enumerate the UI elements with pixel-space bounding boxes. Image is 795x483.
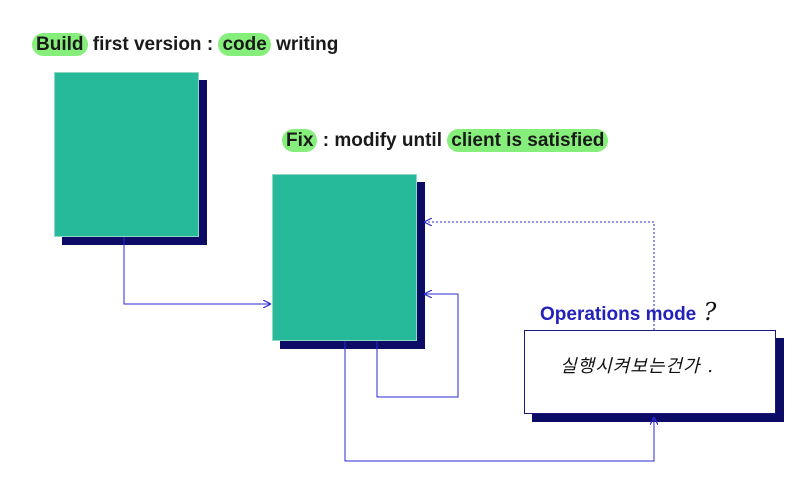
fix-to-operations-arrow (344, 341, 654, 462)
fix-label: Fix : modify until client is satisfied (282, 129, 609, 152)
fix-label-text: : modify until (322, 130, 442, 151)
build-label: Build first version : code writing (32, 33, 339, 56)
build-to-fix-arrow (123, 237, 270, 304)
operations-box-note: 실행시켜보는건가 . (560, 356, 714, 377)
operations-label-text: Operations mode (540, 304, 697, 325)
operations-label: Operations mode ? (540, 298, 716, 326)
operations-box (524, 330, 776, 414)
build-box (54, 72, 199, 237)
operations-to-fix-dotted-arrow (425, 222, 655, 330)
operations-question-mark: ? (703, 298, 717, 326)
fix-highlight: Fix (282, 129, 318, 152)
build-label-text: first version (92, 34, 202, 55)
code-highlight: code (218, 33, 271, 56)
fix-loop-arrow (376, 294, 459, 398)
client-satisfied-highlight: client is satisfied (447, 129, 609, 152)
writing-text: writing (276, 34, 339, 55)
fix-box (272, 174, 417, 341)
build-colon: : (206, 34, 214, 55)
build-highlight: Build (32, 33, 88, 56)
